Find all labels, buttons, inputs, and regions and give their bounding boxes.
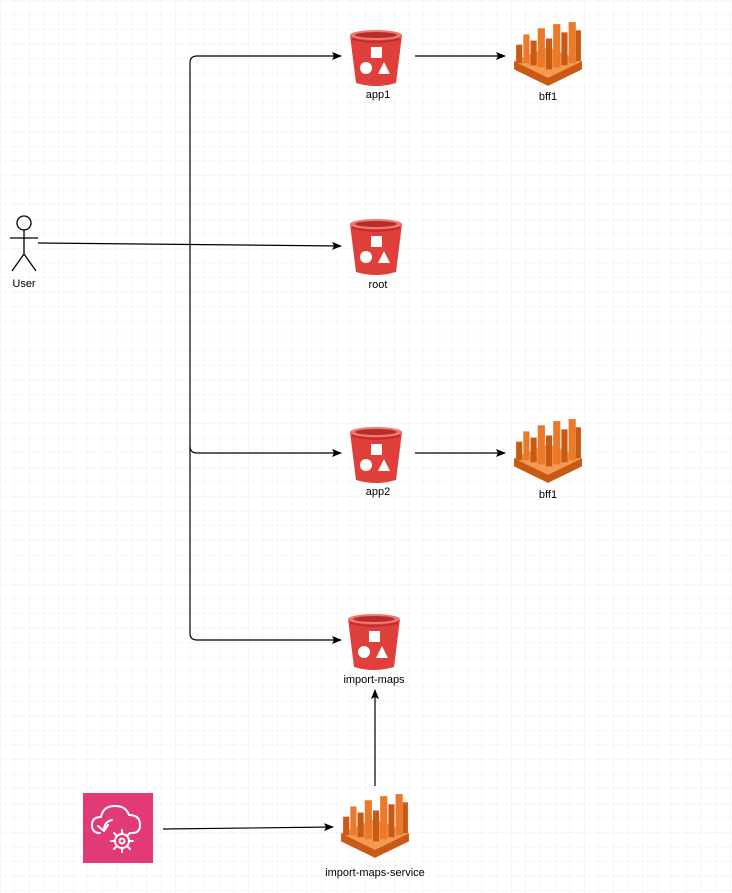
edges: [37, 52, 506, 832]
edge-automation-service[interactable]: [162, 823, 334, 832]
import-maps-label: import-maps: [343, 674, 405, 686]
automation-tile: [83, 793, 153, 863]
bff1-bottom-label: bff1: [539, 489, 557, 501]
s3-bucket-icon: [349, 29, 403, 87]
node-root[interactable]: root: [349, 218, 403, 291]
bff1-top-label: bff1: [539, 91, 557, 103]
import-maps-service-label: import-maps-service: [325, 867, 425, 879]
edge-user-import-maps[interactable]: [189, 446, 342, 644]
node-app1[interactable]: app1: [349, 29, 403, 101]
root-label: root: [369, 279, 388, 291]
user-stick-figure-icon: [10, 215, 38, 272]
node-bff1-top[interactable]: bff1: [514, 22, 582, 103]
edge-user-app1[interactable]: [189, 52, 342, 245]
node-import-maps[interactable]: import-maps: [343, 613, 405, 686]
node-automation-service[interactable]: [83, 793, 153, 863]
user-label: User: [12, 278, 36, 290]
node-import-maps-service[interactable]: import-maps-service: [325, 794, 425, 879]
app2-label: app2: [366, 486, 390, 498]
node-app2[interactable]: app2: [349, 426, 403, 498]
node-bff1-bottom[interactable]: bff1: [514, 419, 582, 501]
s3-bucket-icon: [347, 613, 401, 671]
cloud-gear-icon: [91, 805, 141, 853]
app1-label: app1: [366, 89, 390, 101]
node-user[interactable]: User: [10, 215, 38, 290]
s3-bucket-icon: [349, 426, 403, 484]
s3-bucket-icon: [349, 218, 403, 276]
